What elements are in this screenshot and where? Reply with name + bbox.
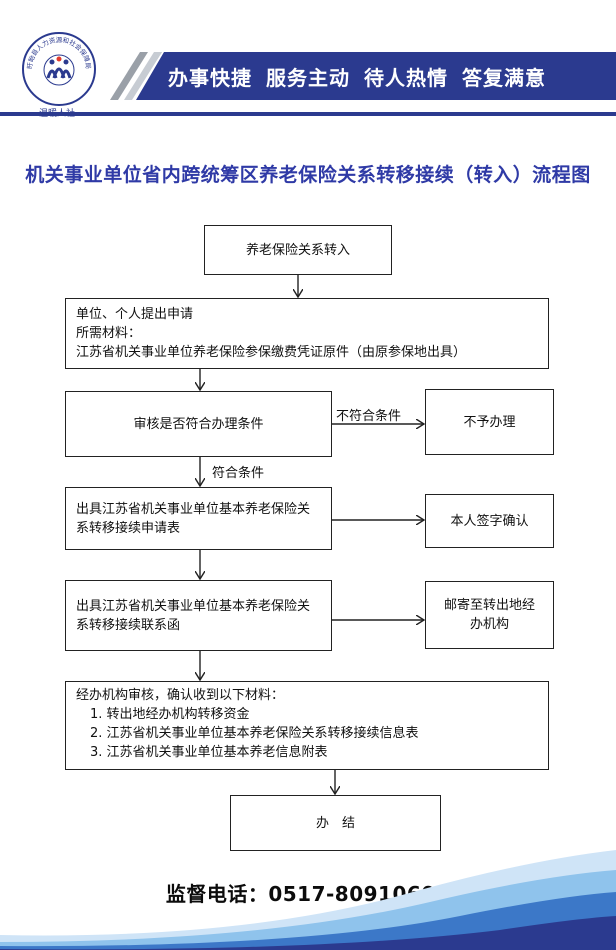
flow-issue-letter: 出具江苏省机关事业单位基本养老保险关系转移接续联系函 [65, 580, 332, 651]
apply-line-1: 单位、个人提出申请 [76, 307, 194, 322]
footer-wave [0, 850, 616, 950]
slogan-4: 答复满意 [462, 65, 546, 90]
confirm-item: 1. 转出地经办机构转移资金 [90, 707, 250, 722]
slogan-row: 办事快捷 服务主动 待人热情 答复满意 [168, 58, 608, 94]
logo: 盱眙县人力资源和社会保障局 温暖人社 [18, 32, 96, 122]
confirm-title: 经办机构审核，确认收到以下材料： [76, 688, 285, 703]
flow-review: 审核是否符合办理条件 [65, 391, 332, 457]
slogan-1: 办事快捷 [168, 65, 252, 90]
slogan-3: 待人热情 [364, 65, 448, 90]
confirm-item: 2. 江苏省机关事业单位基本养老保险关系转移接续信息表 [90, 726, 419, 741]
apply-line-3: 江苏省机关事业单位养老保险参保缴费凭证原件（由原参保地出具） [76, 345, 467, 360]
apply-line-2: 所需材料： [76, 326, 142, 341]
flow-sign: 本人签字确认 [425, 494, 554, 548]
flow-apply: 单位、个人提出申请 所需材料： 江苏省机关事业单位养老保险参保缴费凭证原件（由原… [65, 298, 549, 369]
flow-reject: 不予办理 [425, 389, 554, 455]
flow-issue-form: 出具江苏省机关事业单位基本养老保险关系转移接续申请表 [65, 487, 332, 550]
accept-condition-label: 符合条件 [212, 466, 265, 481]
page-title: 机关事业单位省内跨统筹区养老保险关系转移接续（转入）流程图 [25, 164, 591, 186]
logo-emblem: 盱眙县人力资源和社会保障局 [22, 32, 96, 106]
header-stripes [110, 52, 162, 100]
confirm-item: 3. 江苏省机关事业单位基本养老信息附表 [90, 745, 328, 760]
flow-confirm: 经办机构审核，确认收到以下材料： 1. 转出地经办机构转移资金 2. 江苏省机关… [65, 681, 549, 770]
header-rule [0, 112, 616, 116]
reject-condition-label: 不符合条件 [336, 409, 402, 424]
slogan-2: 服务主动 [266, 65, 350, 90]
flow-start: 养老保险关系转入 [204, 225, 392, 275]
flow-end: 办 结 [230, 795, 441, 851]
flow-mail: 邮寄至转出地经办机构 [425, 581, 554, 649]
